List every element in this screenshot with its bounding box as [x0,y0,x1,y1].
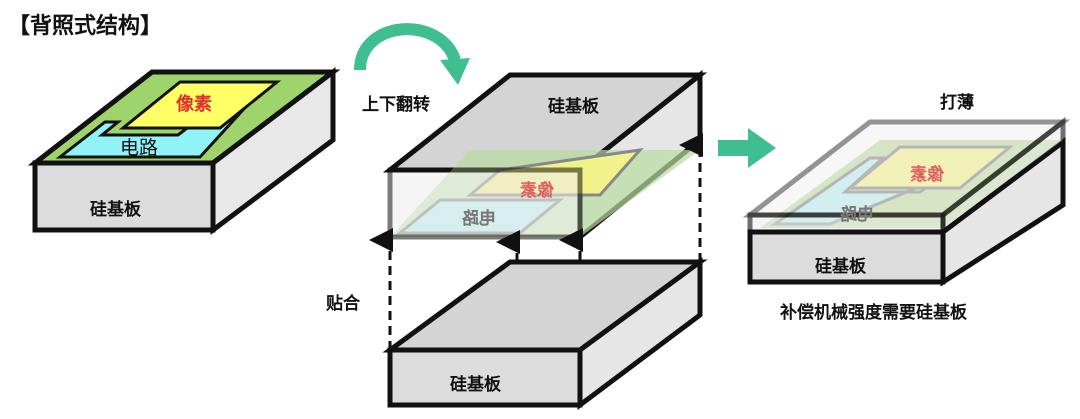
circuit-region [55,86,267,159]
step1-substrate-label: 硅基板 [90,200,141,220]
next-step-arrow-icon [718,128,776,168]
step3-block [742,116,1071,287]
step2-top-substrate-label: 硅基板 [548,97,599,117]
flip-arrowhead-icon [440,58,470,85]
step1-block [27,66,341,235]
diagram-title: 【背照式结构】 [8,14,163,39]
step2-circuit-label: 电路 [462,209,496,229]
step3-note: 补偿机械强度需要硅基板 [780,303,967,323]
flip-label: 上下翻转 [362,95,430,115]
step3-substrate-label: 硅基板 [815,257,866,277]
step1-pixel-label: 像素 [176,94,212,115]
bond-label: 贴合 [326,294,360,314]
step2-upper-block [382,69,708,243]
step2-pixel-label: 像素 [520,181,554,201]
step3-circuit-label: 电路 [840,205,874,225]
flip-arrow-icon [354,23,461,71]
thin-label: 打薄 [940,93,974,113]
step1-circuit-label: 电路 [120,137,159,159]
step2-bottom-substrate-label: 硅基板 [450,375,501,395]
step2-lower-block [382,257,708,410]
pixel-region [118,80,282,130]
step3-pixel-label: 像素 [910,165,944,185]
